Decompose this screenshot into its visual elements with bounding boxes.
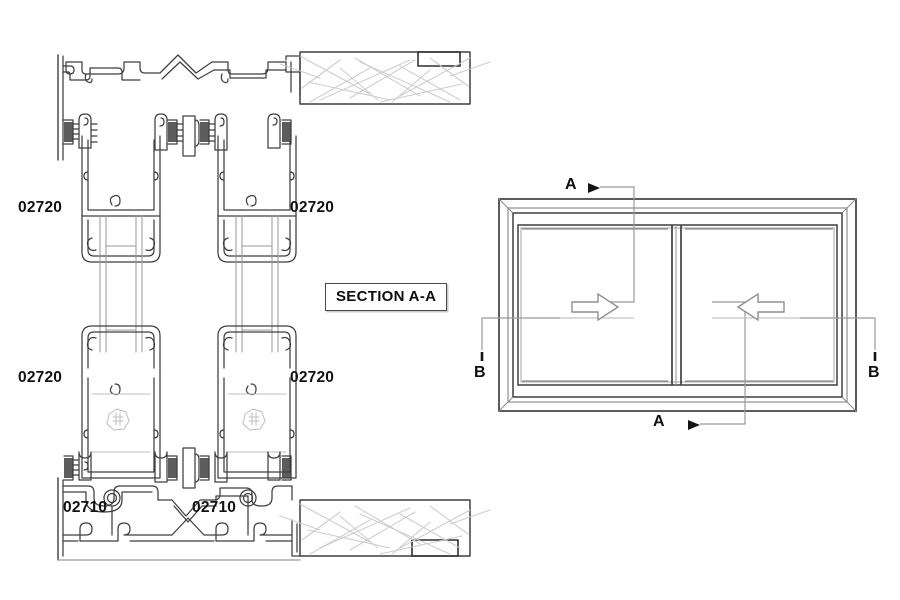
- callout-02720-upper-right: 02720: [290, 199, 335, 216]
- slide-arrow-left: [736, 292, 785, 322]
- section-linework: [57, 51, 491, 561]
- callout-02720-lower-left: 02720: [18, 369, 63, 386]
- callout-02710-sill-right: 02710: [192, 499, 237, 516]
- cut-mark-b-right: B: [868, 364, 880, 381]
- cut-mark-b-left: B: [474, 364, 486, 381]
- callout-02720-upper-left: 02720: [18, 199, 63, 216]
- callout-02720-lower-right: 02720: [290, 369, 335, 386]
- cut-mark-a-top: A: [565, 176, 577, 193]
- slide-arrow-right: [571, 292, 620, 322]
- callout-02710-sill-left: 02710: [63, 499, 108, 516]
- elevation-linework: [480, 183, 877, 430]
- section-title-box: SECTION A-A: [325, 283, 448, 311]
- cut-mark-a-bottom: A: [653, 413, 665, 430]
